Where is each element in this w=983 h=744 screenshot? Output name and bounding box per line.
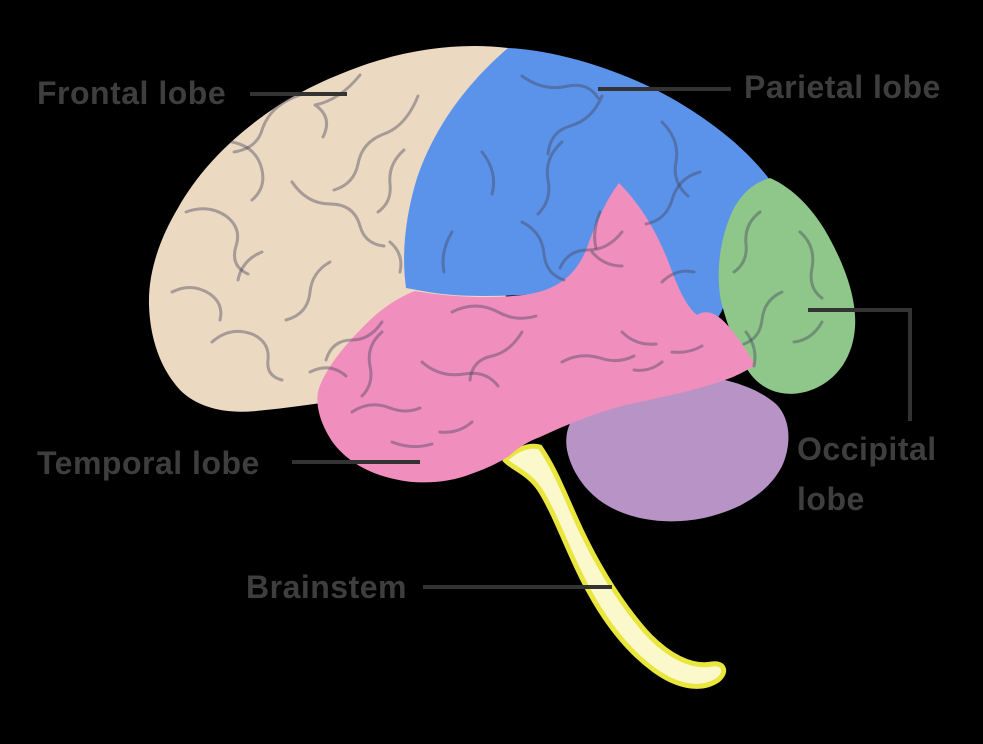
temporal-lobe-region — [317, 183, 755, 483]
cerebellum-region — [566, 375, 789, 522]
parietal-lobe-region — [404, 48, 770, 327]
brainstem-label: Brainstem — [246, 569, 407, 605]
leader-lines — [250, 87, 912, 589]
brainstem-region — [502, 443, 727, 689]
occipital-label-line1: Occipital — [797, 431, 937, 467]
occipital-lobe-region — [718, 178, 856, 394]
sulci-lines — [170, 73, 824, 449]
occipital-lobe-label: Occipital lobe — [797, 424, 937, 524]
frontal-lobe-label: Frontal lobe — [37, 75, 227, 111]
occipital-label-line2: lobe — [797, 481, 865, 517]
occipital-leader-line — [808, 308, 912, 421]
temporal-lobe-label: Temporal lobe — [37, 445, 260, 481]
parietal-lobe-label: Parietal lobe — [744, 69, 941, 105]
